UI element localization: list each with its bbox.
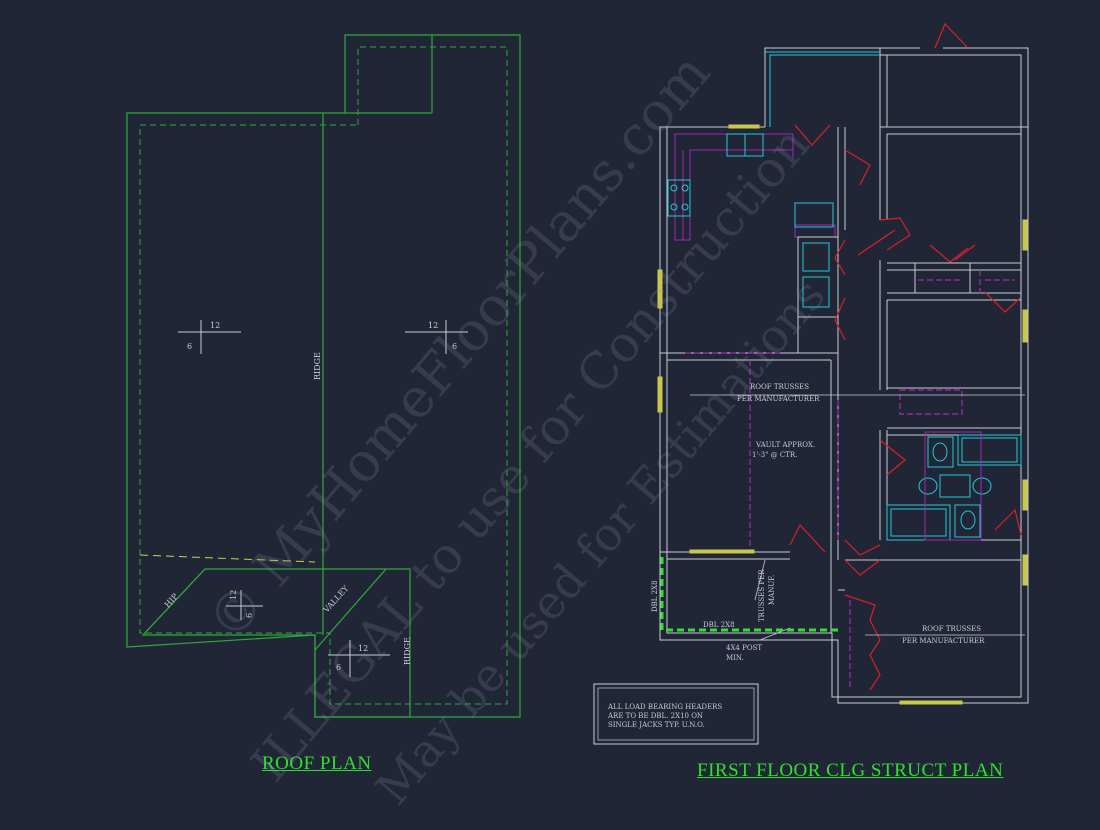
pitch-rise-label: 12 bbox=[358, 644, 368, 653]
ridge-label: RIDGE bbox=[313, 352, 322, 380]
header-note-line: SINGLE JACKS TYP. U.N.O. bbox=[608, 721, 705, 729]
pitch-rise-label: 12 bbox=[210, 321, 220, 330]
floor-notes: ROOF TRUSSES PER MANUFACTURER VAULT APPR… bbox=[651, 383, 985, 662]
door bbox=[834, 239, 846, 276]
pitch-symbol-lower: 12 6 bbox=[328, 640, 390, 677]
valley-line bbox=[314, 568, 387, 651]
pitch-run-label: 6 bbox=[187, 342, 192, 351]
pitch-run-label: 6 bbox=[336, 663, 341, 672]
windows bbox=[657, 124, 1028, 705]
header-note-box: ALL LOAD BEARING HEADERS ARE TO BE DBL. … bbox=[593, 683, 759, 745]
floor-plan-title: FIRST FLOOR CLG STRUCT PLAN bbox=[697, 760, 1004, 781]
door bbox=[789, 523, 826, 553]
bath-fixtures bbox=[886, 434, 1022, 541]
note-post-min: MIN. bbox=[726, 654, 744, 662]
toilet bbox=[927, 436, 954, 468]
roof-plan-title: ROOF PLAN bbox=[262, 753, 372, 774]
dbl-header-beam bbox=[660, 557, 840, 632]
interior-walls bbox=[660, 127, 1021, 633]
header-note-line: ALL LOAD BEARING HEADERS bbox=[607, 703, 722, 711]
bathtub-2 bbox=[886, 504, 951, 541]
range-stove bbox=[667, 179, 691, 217]
gutter-line-dashed bbox=[139, 554, 316, 563]
front-door bbox=[934, 22, 969, 49]
door bbox=[857, 229, 896, 256]
vanity bbox=[939, 474, 971, 498]
door bbox=[844, 559, 881, 576]
valley-label: VALLEY bbox=[321, 583, 351, 615]
washer bbox=[802, 242, 830, 272]
floor-plan: ROOF TRUSSES PER MANUFACTURER VAULT APPR… bbox=[593, 22, 1029, 745]
note-roof-trusses: ROOF TRUSSES bbox=[750, 383, 809, 391]
header-note-line: ARE TO BE DBL. 2X10 ON bbox=[607, 712, 703, 720]
closet-doors bbox=[844, 594, 881, 691]
note-manuf: MANUF. bbox=[768, 575, 776, 605]
door bbox=[984, 291, 1021, 313]
note-roof-trusses-2: ROOF TRUSSES bbox=[922, 625, 981, 633]
door bbox=[879, 439, 906, 476]
ridge-label-lower: RIDGE bbox=[403, 637, 412, 665]
note-vault-ctr: 1'-3" @ CTR. bbox=[752, 451, 797, 459]
hip-line bbox=[142, 568, 206, 636]
toilet-2 bbox=[954, 504, 981, 538]
exterior-walls bbox=[659, 47, 1029, 704]
door bbox=[879, 217, 911, 251]
pitch-symbol-left: 12 6 bbox=[178, 320, 241, 354]
note-post: 4X4 POST bbox=[726, 644, 762, 652]
door bbox=[844, 539, 881, 556]
kitchen-fixtures bbox=[667, 133, 834, 308]
beams bbox=[685, 270, 1015, 690]
hip-label: HIP bbox=[163, 591, 180, 609]
door bbox=[954, 244, 976, 261]
note-dbl-2x8-vertical: DBL 2X8 bbox=[651, 580, 659, 612]
porch-outline bbox=[765, 51, 880, 127]
bathtub bbox=[957, 434, 1022, 466]
pitch-run-label: 6 bbox=[452, 342, 457, 351]
note-per-manufacturer-2: PER MANUFACTURER bbox=[902, 637, 985, 645]
door bbox=[834, 297, 846, 341]
door bbox=[794, 124, 831, 146]
laundry-walls bbox=[797, 236, 839, 353]
pitch-run-label: 6 bbox=[245, 613, 254, 618]
door bbox=[994, 508, 1022, 536]
note-trusses-per: TRUSSES PER bbox=[758, 569, 766, 622]
note-dbl-2x8: DBL 2X8 bbox=[703, 621, 735, 629]
note-vault: VAULT APPROX. bbox=[755, 441, 815, 449]
pitch-symbol-right: 12 6 bbox=[405, 320, 468, 354]
roof-plan: 12 6 12 6 12 6 12 6 RIDGE RIDGE HIP VALL… bbox=[126, 34, 521, 718]
fridge bbox=[794, 202, 834, 228]
dryer bbox=[802, 276, 830, 308]
note-per-manufacturer: PER MANUFACTURER bbox=[737, 395, 820, 403]
bath-closet bbox=[924, 431, 982, 541]
truss-arrows bbox=[690, 394, 1025, 641]
wall-line-dashed bbox=[139, 46, 508, 705]
door bbox=[844, 149, 871, 186]
pitch-symbol-lower-left: 12 6 bbox=[226, 590, 263, 620]
door bbox=[929, 244, 969, 263]
kitchen-cabinets bbox=[674, 133, 836, 241]
pitch-rise-label: 12 bbox=[428, 321, 438, 330]
door-swings bbox=[789, 22, 1022, 691]
pitch-rise-label: 12 bbox=[229, 590, 238, 600]
